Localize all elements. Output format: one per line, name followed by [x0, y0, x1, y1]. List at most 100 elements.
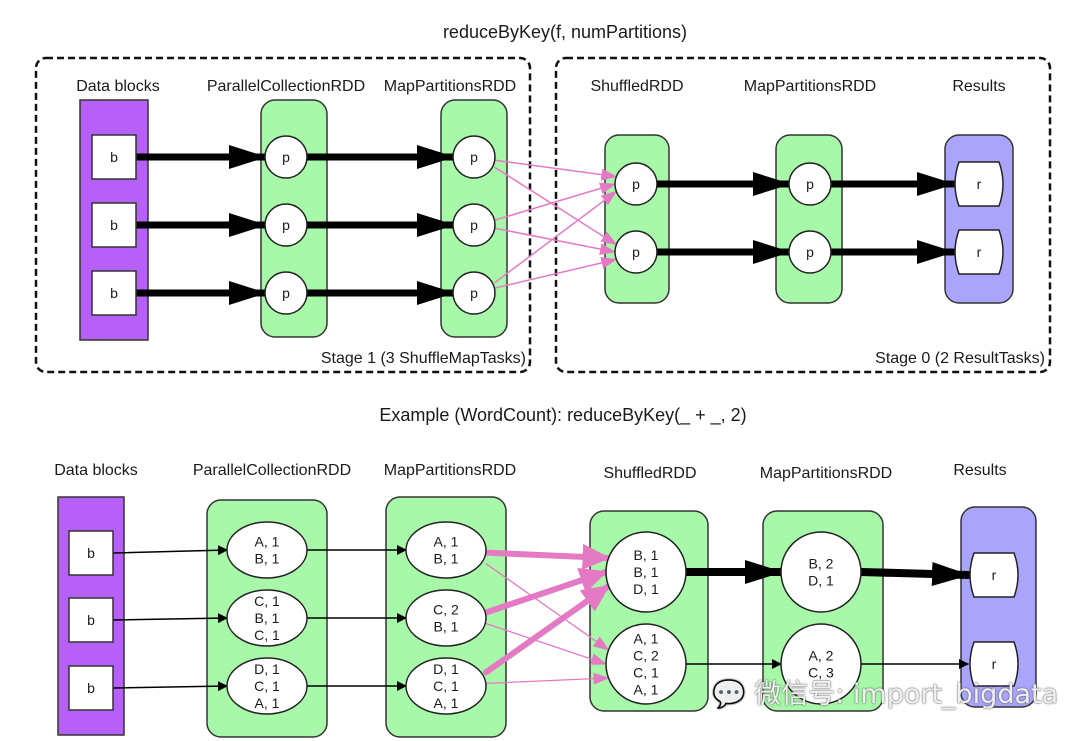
top-mp1-node: p [452, 271, 496, 315]
top-mp2-node: p [788, 162, 832, 206]
node-label: B, 1 [634, 547, 659, 563]
node-label: C, 1 [433, 678, 459, 694]
partition-circle [788, 162, 832, 206]
bottom-title: Example (WordCount): reduceByKey(_ + _, … [379, 405, 746, 426]
node-label: C, 3 [808, 665, 834, 681]
node-label: p [470, 285, 478, 301]
bottom-column-label-pc: ParallelCollectionRDD [193, 462, 351, 479]
node-label: b [87, 545, 95, 561]
top-column-mp1: MapPartitionsRDD [384, 78, 516, 338]
bottom-pc-node: A, 1B, 1 [226, 521, 308, 579]
bottom-mp1-node: D, 1C, 1A, 1 [405, 657, 487, 715]
result-shape [954, 161, 1004, 207]
data-block [68, 530, 114, 576]
bottom-res-node: r [969, 552, 1019, 598]
bottom-pc-node: D, 1C, 1A, 1 [226, 657, 308, 715]
bottom-column-label-res: Results [953, 462, 1006, 479]
top-sh-node: p [614, 162, 658, 206]
partition-ellipse [405, 521, 487, 579]
top-data-node: b [91, 270, 137, 316]
bottom-diagram: Example (WordCount): reduceByKey(_ + _, … [54, 405, 1037, 738]
partition-ellipse [226, 521, 308, 579]
top-pc-node: p [264, 271, 308, 315]
bottom-mp1-node: C, 2B, 1 [405, 589, 487, 647]
top-column-label-sh: ShuffledRDD [590, 78, 683, 95]
top-pc-node: p [264, 135, 308, 179]
top-data-node: b [91, 134, 137, 180]
bottom-data-node: b [68, 597, 114, 643]
shuffle-edge [485, 563, 610, 651]
node-label: D, 1 [808, 573, 834, 589]
node-label: b [87, 612, 95, 628]
data-block [68, 597, 114, 643]
partition-ellipse [780, 623, 862, 705]
partition-circle [614, 162, 658, 206]
node-label: C, 2 [633, 648, 659, 664]
bottom-data-node: b [68, 530, 114, 576]
node-label: D, 1 [633, 581, 659, 597]
node-label: r [977, 244, 982, 260]
node-label: p [470, 149, 478, 165]
top-mp2-container [775, 134, 843, 304]
node-label: D, 1 [254, 661, 280, 677]
result-shape [969, 552, 1019, 598]
node-label: p [632, 244, 640, 260]
node-label: p [806, 244, 814, 260]
node-label: C, 1 [254, 593, 280, 609]
shuffle-edge [494, 182, 616, 221]
top-res-node: r [954, 161, 1004, 207]
partition-ellipse [405, 589, 487, 647]
shuffle-edge [483, 543, 612, 570]
shuffle-edge [494, 166, 618, 246]
node-label: B, 1 [434, 619, 459, 635]
node-label: p [806, 176, 814, 192]
node-label: r [992, 567, 997, 583]
top-title: reduceByKey(f, numPartitions) [443, 22, 687, 42]
partition-circle [452, 135, 496, 179]
node-label: b [110, 217, 118, 233]
result-shape [969, 641, 1019, 687]
node-label: A, 1 [255, 534, 280, 550]
top-sh-node: p [614, 230, 658, 274]
partition-circle [452, 203, 496, 247]
stage0-label: Stage 0 (2 ResultTasks) [875, 350, 1045, 367]
shuffle-edge [485, 622, 607, 665]
node-label: C, 1 [254, 678, 280, 694]
node-label: A, 1 [434, 534, 459, 550]
partition-circle [264, 135, 308, 179]
partition-ellipse [780, 531, 862, 613]
bottom-column-label-mp2: MapPartitionsRDD [760, 465, 892, 482]
node-label: b [110, 149, 118, 165]
bottom-column-label-sh: ShuffledRDD [603, 465, 696, 482]
bottom-mp2-node: A, 2C, 3 [780, 623, 862, 705]
shuffle-edge [483, 567, 609, 616]
narrow-edge [857, 561, 972, 586]
top-column-label-mp1: MapPartitionsRDD [384, 78, 516, 95]
data-block [91, 202, 137, 248]
bottom-column-label-mp1: MapPartitionsRDD [384, 462, 516, 479]
partition-ellipse [605, 623, 687, 705]
bottom-mp1-node: A, 1B, 1 [405, 521, 487, 579]
node-label: C, 1 [254, 627, 280, 643]
partition-ellipse [226, 657, 308, 715]
shuffle-edge [485, 672, 610, 685]
node-label: D, 1 [433, 661, 459, 677]
node-label: C, 1 [633, 665, 659, 681]
shuffle-edge [483, 583, 612, 676]
top-column-label-pc: ParallelCollectionRDD [207, 78, 365, 95]
partition-circle [788, 230, 832, 274]
node-label: p [282, 149, 290, 165]
bottom-column-label-data: Data blocks [54, 462, 138, 479]
top-sh-container [604, 134, 670, 304]
top-mp1-node: p [452, 203, 496, 247]
bottom-sh-node: A, 1C, 2C, 1A, 1 [605, 623, 687, 705]
node-label: B, 1 [434, 551, 459, 567]
narrow-edge [112, 613, 228, 624]
node-label: A, 1 [255, 695, 280, 711]
partition-ellipse [226, 589, 308, 647]
narrow-edge [112, 681, 228, 692]
top-mp2-node: p [788, 230, 832, 274]
shuffle-edge [494, 256, 618, 289]
node-label: A, 1 [634, 682, 659, 698]
